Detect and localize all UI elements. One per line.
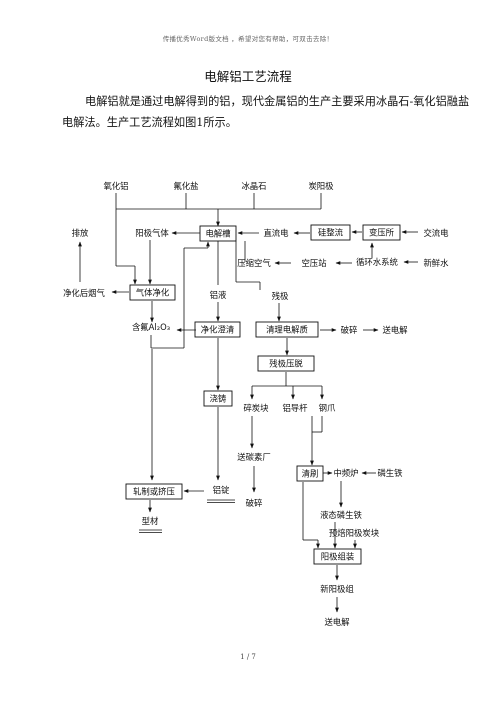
label-emission: 排放 xyxy=(72,228,89,238)
box-casting xyxy=(203,390,233,407)
label-residual-anode-pressing: 残极压脱 xyxy=(269,359,303,369)
label-purified-flue-gas: 净化后烟气 xyxy=(63,288,105,298)
page-header: 传播优秀Word版文档 ，希望对您有帮助，可双击去除！ xyxy=(162,35,334,43)
label-anode-gas: 阳极气体 xyxy=(135,228,169,238)
label-aluminum-guide-rod: 铝导杆 xyxy=(282,403,308,413)
label-medium-frequency-furnace: 中频炉 xyxy=(333,468,358,478)
label-fresh-water: 新鲜水 xyxy=(423,258,449,268)
label-profiles: 型材 xyxy=(142,516,159,526)
page-number: 1 / 7 xyxy=(240,653,256,661)
label-crushing-2: 破碎 xyxy=(246,498,263,508)
label-residual-anode: 残极 xyxy=(272,291,289,301)
label-rolling-extrusion: 轧制或挤压 xyxy=(133,487,175,497)
label-anode-assembly: 阳极组装 xyxy=(321,552,355,562)
box-electrolyte-cleaning xyxy=(255,321,319,338)
box-purification-clarification xyxy=(194,321,241,338)
box-transformer xyxy=(362,224,401,241)
label-steel-claw: 钢爪 xyxy=(319,403,336,413)
label-gas-purification: 气体净化 xyxy=(136,288,170,298)
box-anode-assembly xyxy=(313,548,362,565)
box-residual-anode-pressing xyxy=(257,355,315,372)
label-crushing: 破碎 xyxy=(341,325,358,335)
raw-carbon-anode: 炭阳极 xyxy=(308,181,334,191)
raw-cryolite: 冰晶石 xyxy=(241,181,266,191)
box-gas-purification xyxy=(129,284,176,301)
intro-paragraph: 电解铝就是通过电解得到的铝，现代金属铝的生产主要采用冰晶石-氧化铝融盐电解法。生… xyxy=(62,95,470,129)
label-electrolytic-cell: 电解槽 xyxy=(205,229,231,239)
label-circulating-water: 循环水系统 xyxy=(356,257,398,267)
label-electrolyte-cleaning: 清理电解质 xyxy=(266,325,308,335)
raw-fluoride-salt: 氟化盐 xyxy=(173,181,198,191)
label-aluminum-ingot: 铝锭 xyxy=(213,485,230,495)
label-fluorinated-alumina: 含氟Al₂O₃ xyxy=(132,322,170,332)
label-transformer: 变压所 xyxy=(369,228,395,238)
label-casting: 浇铸 xyxy=(210,394,227,404)
label-send-to-carbon-plant: 送碳素厂 xyxy=(237,452,271,462)
label-ac-power: 交流电 xyxy=(423,228,449,238)
box-brushing xyxy=(296,465,324,482)
label-air-compressor-station: 空压站 xyxy=(301,258,327,268)
document-title: 电解铝工艺流程 xyxy=(204,69,292,84)
label-brushing: 清刷 xyxy=(302,469,319,479)
label-prebaked-anode-block: 预焙阳极炭块 xyxy=(329,528,380,538)
label-broken-carbon-blocks: 碎炭块 xyxy=(243,403,269,413)
label-liquid-phosphorus-iron: 液态磷生铁 xyxy=(320,510,362,520)
label-aluminum-liquid: 铝液 xyxy=(210,290,227,300)
box-silicon-rectifier xyxy=(310,224,351,241)
label-new-anode-group: 新阳极组 xyxy=(320,584,354,594)
raw-alumina: 氧化铝 xyxy=(103,181,128,191)
label-phosphorus-pig-iron: 磷生铁 xyxy=(377,468,403,478)
label-silicon-rectifier: 硅整流 xyxy=(318,228,344,238)
label-send-to-electrolysis-2: 送电解 xyxy=(324,617,350,627)
box-rolling-extrusion xyxy=(125,483,183,500)
label-compressed-air: 压缩空气 xyxy=(237,258,271,268)
label-send-to-electrolysis: 送电解 xyxy=(382,325,408,335)
label-dc-power: 直流电 xyxy=(263,228,289,238)
label-purification-clarification: 净化澄清 xyxy=(201,325,235,335)
